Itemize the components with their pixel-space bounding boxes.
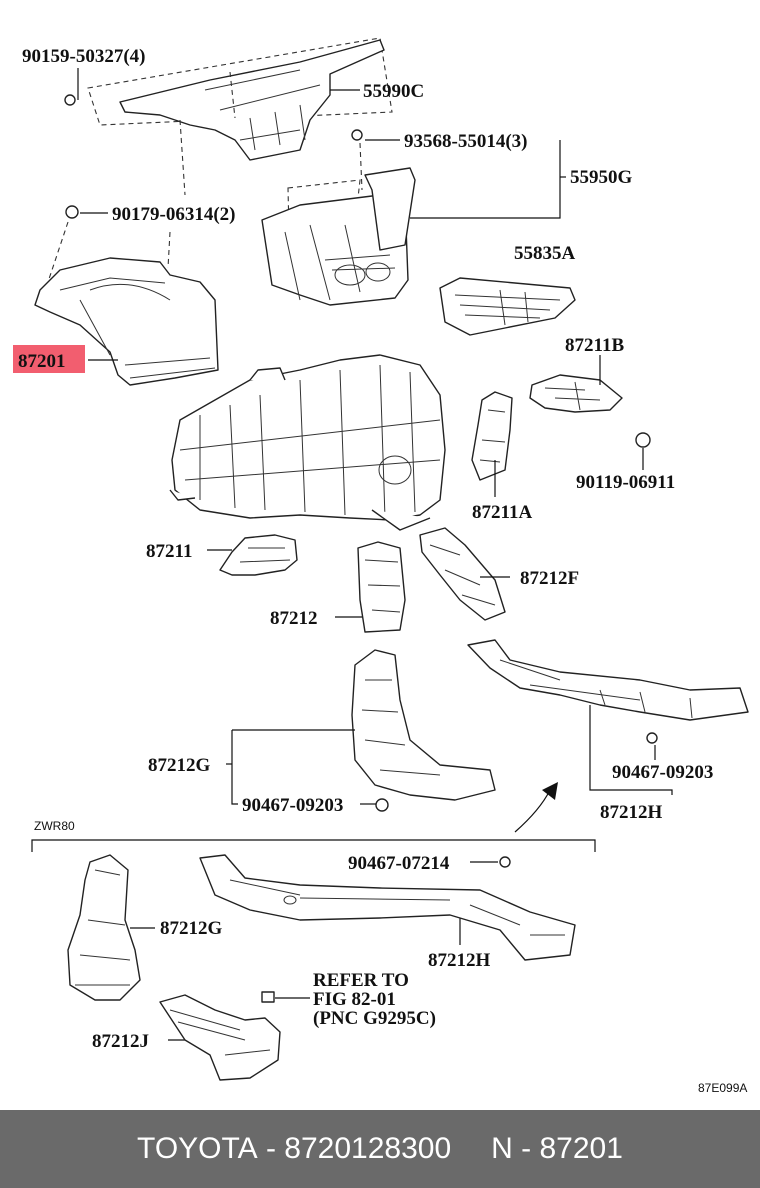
label-90119-06911: 90119-06911 <box>576 472 675 493</box>
label-55990c: 55990C <box>363 81 424 102</box>
part-87211a-drawing <box>471 391 513 481</box>
arrow-head-icon <box>542 782 558 800</box>
footer-pnc: 87201 <box>539 1132 623 1165</box>
part-87212h-lower-drawing <box>199 854 576 961</box>
part-87201-drawing <box>34 221 219 386</box>
part-55990c-drawing <box>87 37 393 196</box>
label-90467-07214: 90467-07214 <box>348 853 450 874</box>
label-87212f: 87212F <box>520 568 579 589</box>
parts-diagram: 90159-50327(4) 55990C 93568-55014(3) 559… <box>13 37 749 1095</box>
label-55835a: 55835A <box>514 243 576 264</box>
label-refer-to: REFER TO <box>313 970 409 991</box>
label-87212g-lower: 87212G <box>160 918 223 939</box>
part-87212-drawing <box>357 541 406 633</box>
leader-lines <box>77 68 673 1041</box>
label-87201: 87201 <box>18 351 66 372</box>
label-87211a: 87211A <box>472 502 532 523</box>
part-87212j-drawing <box>159 994 281 1081</box>
diagram-code: 87E099A <box>698 1081 747 1095</box>
label-87211: 87211 <box>146 541 192 562</box>
zwr80-bracket <box>31 839 596 852</box>
label-93568-55014: 93568-55014(3) <box>404 131 527 152</box>
label-90159-50327: 90159-50327(4) <box>22 46 145 67</box>
label-90467-09203-upper: 90467-09203 <box>612 762 713 783</box>
label-87212: 87212 <box>270 608 318 629</box>
fasteners <box>64 94 658 1003</box>
label-87212g: 87212G <box>148 755 211 776</box>
label-zwr80: ZWR80 <box>34 819 75 833</box>
part-hvac-unit-drawing <box>169 354 446 531</box>
part-87211-drawing <box>219 534 298 576</box>
part-55950g-drawing <box>261 142 416 306</box>
label-refer-pnc: (PNC G9295C) <box>313 1008 436 1029</box>
part-87212g-upper-drawing <box>351 649 496 801</box>
label-90179-06314: 90179-06314(2) <box>112 204 235 225</box>
label-90467-09203-lower: 90467-09203 <box>242 795 343 816</box>
label-87212h: 87212H <box>600 802 663 823</box>
highlight-87201 <box>13 345 85 373</box>
label-87212h-lower: 87212H <box>428 950 491 971</box>
part-87212h-upper-drawing <box>467 639 749 721</box>
part-55835a-drawing <box>439 277 576 336</box>
part-87211b-drawing <box>529 374 623 413</box>
label-55950g: 55950G <box>570 167 633 188</box>
part-87212f-drawing <box>419 527 506 621</box>
label-87211b: 87211B <box>565 335 624 356</box>
label-87212j: 87212J <box>92 1031 149 1052</box>
footer-pnc-prefix: N <box>491 1132 513 1165</box>
part-87212g-lower-drawing <box>67 854 141 1001</box>
label-refer-fig: FIG 82-01 <box>313 989 396 1010</box>
footer-brand: TOYOTA <box>137 1132 258 1165</box>
arrow-icon <box>514 789 551 833</box>
footer-part-number: 8720128300 <box>284 1132 452 1165</box>
